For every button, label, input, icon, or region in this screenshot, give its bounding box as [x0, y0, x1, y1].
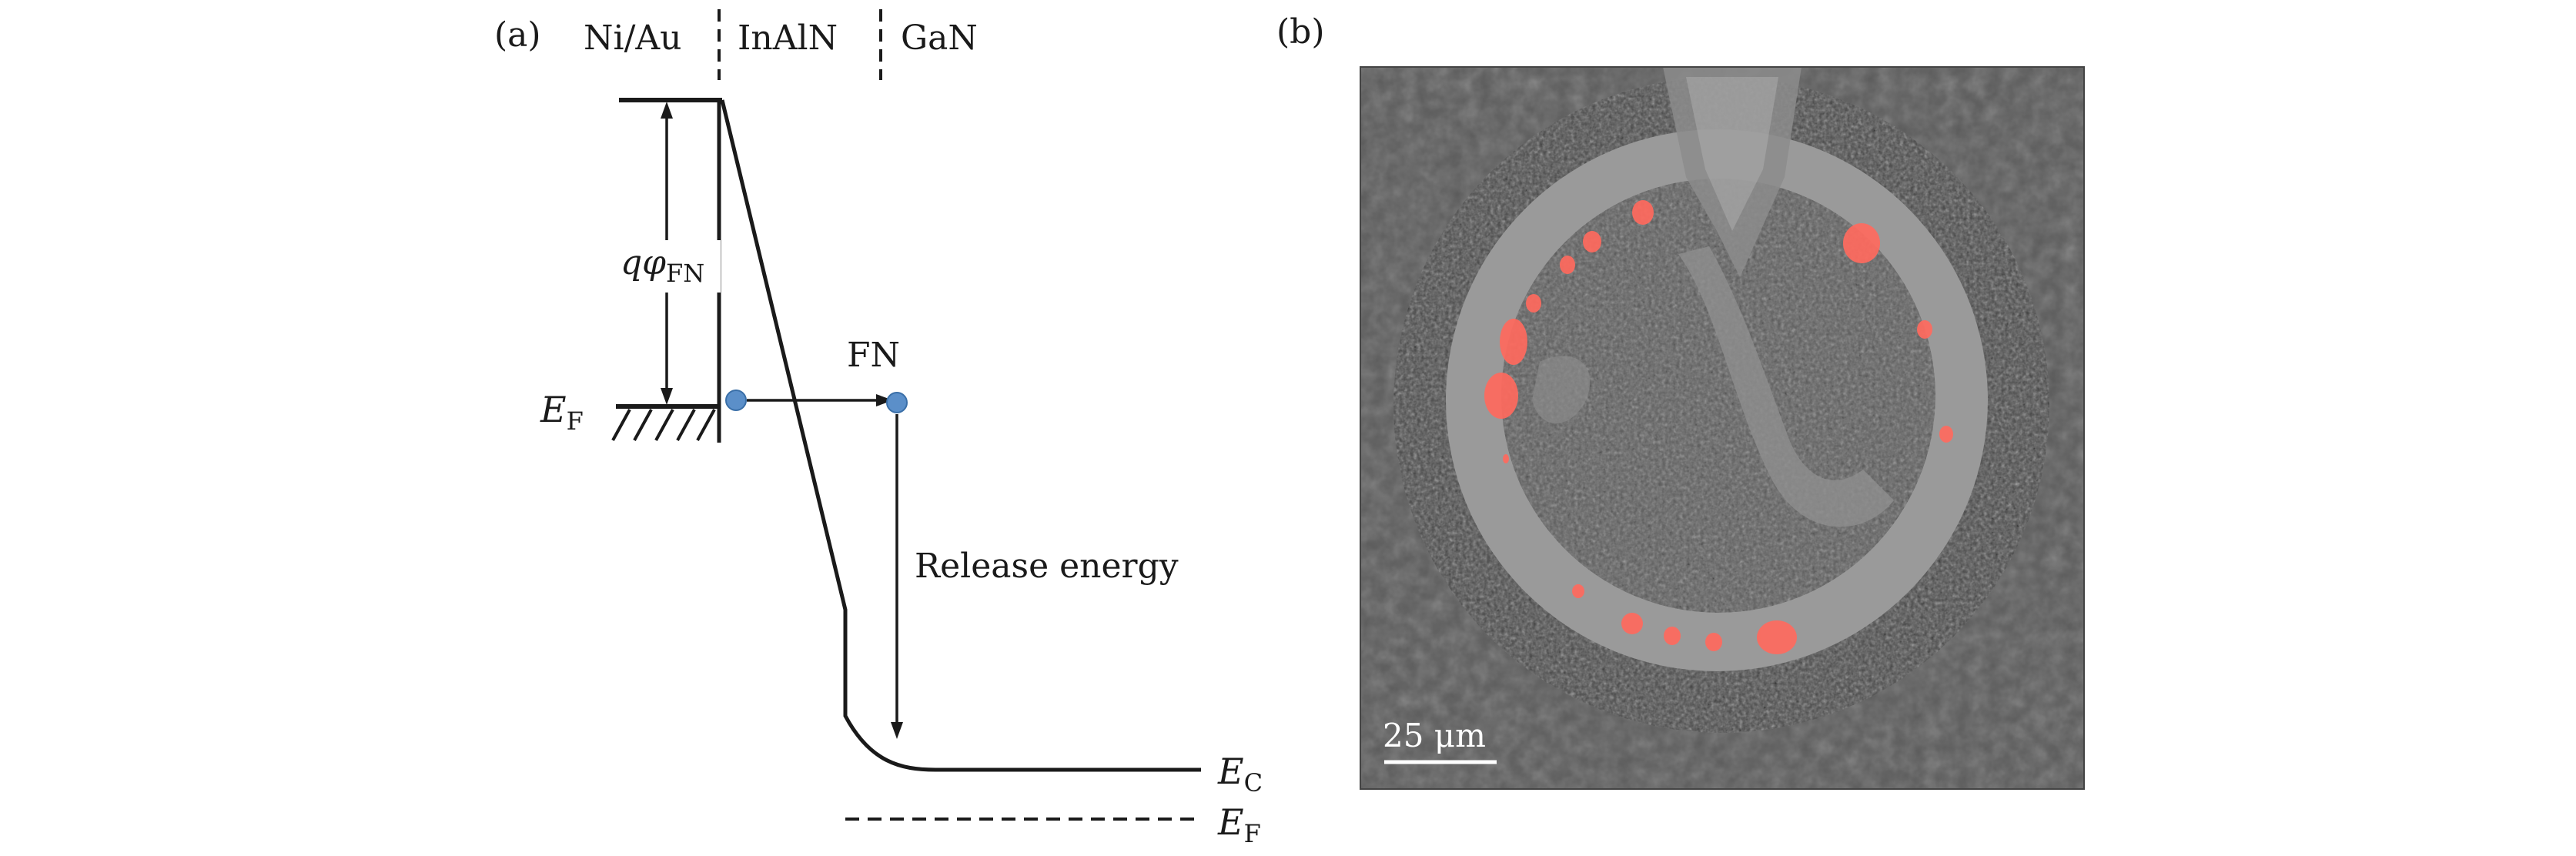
micrograph-frame	[1360, 66, 2085, 790]
conduction-band-curve	[720, 99, 1201, 772]
panel-b-micrograph: (b)	[1276, 12, 2085, 790]
metal-fermi-label: EF	[540, 389, 584, 436]
hotspot	[1484, 373, 1518, 419]
hotspot	[1560, 256, 1575, 274]
release-energy-label: Release energy	[915, 547, 1179, 586]
release-arrow-head	[891, 722, 903, 739]
hotspot	[1621, 613, 1643, 634]
hotspot	[1526, 294, 1541, 313]
electron-gan	[886, 392, 908, 413]
hotspot	[1572, 584, 1584, 598]
panel-a-band-diagram: (a) Ni/Au InAlN GaN qφFN	[494, 9, 1263, 848]
layer-label-channel: GaN	[901, 18, 978, 58]
hotspot	[1757, 620, 1797, 654]
electron-metal	[725, 390, 747, 411]
gan-fermi-label: EF	[1217, 801, 1261, 848]
tunneling-arrow-head	[876, 394, 893, 406]
hotspot	[1843, 223, 1880, 263]
layer-label-barrier: InAlN	[738, 18, 838, 58]
hotspot	[1500, 319, 1527, 365]
layer-label-metal: Ni/Au	[584, 18, 682, 58]
fn-label: FN	[847, 336, 900, 375]
scale-bar-label: 25 μm	[1383, 717, 1486, 754]
barrier-arrow-head-up	[661, 102, 673, 119]
hotspot	[1917, 320, 1932, 339]
emission-hotspots	[1484, 200, 1953, 654]
hotspot	[1583, 231, 1601, 252]
panel-a-label: (a)	[494, 15, 541, 55]
conduction-band-label: EC	[1217, 751, 1263, 797]
hotspot	[1939, 426, 1953, 443]
barrier-height-label: qφFN	[621, 243, 704, 288]
hotspot	[1503, 454, 1509, 463]
panel-b-label: (b)	[1276, 12, 1325, 52]
barrier-arrow-head-down	[661, 388, 673, 405]
hotspot	[1632, 200, 1654, 225]
metal-hatch	[611, 409, 716, 441]
hotspot	[1664, 627, 1681, 645]
hotspot	[1705, 633, 1722, 651]
